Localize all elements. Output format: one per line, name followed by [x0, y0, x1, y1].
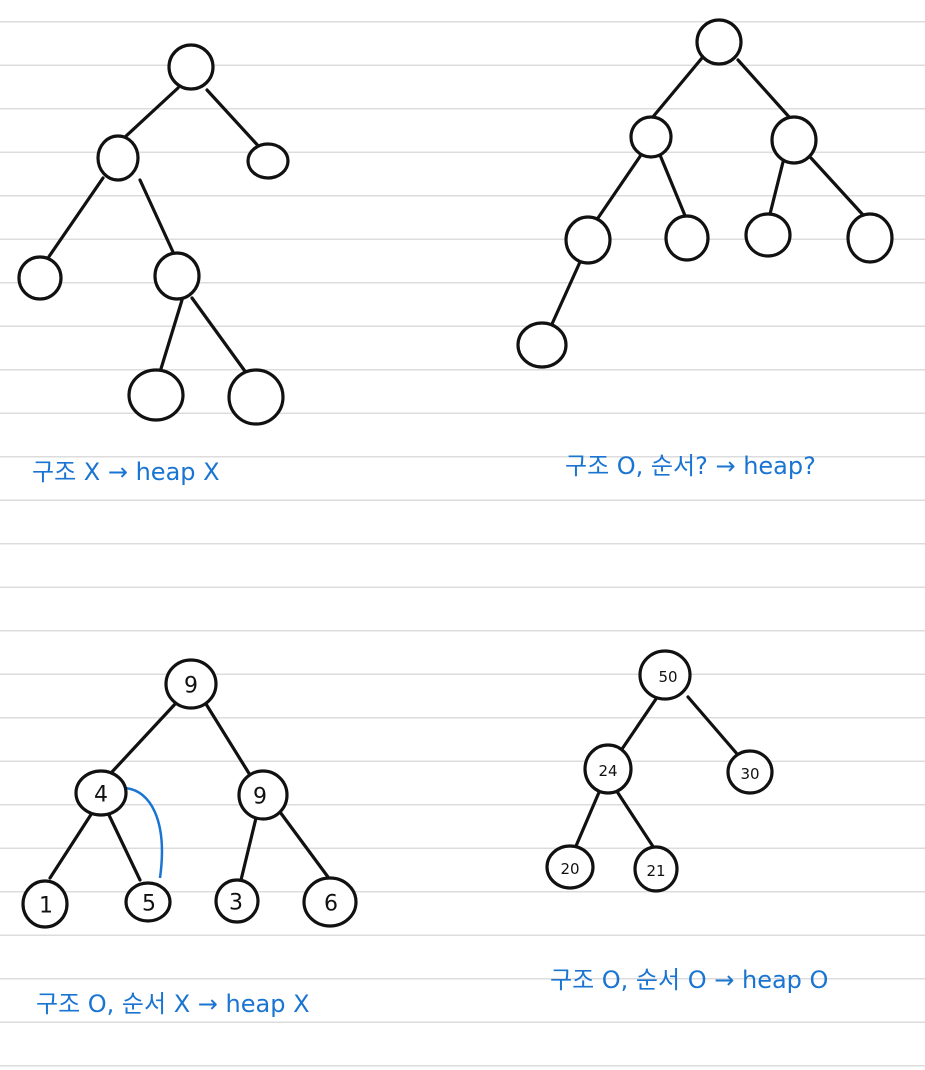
node-label: 20: [560, 860, 579, 878]
tree-node: [17, 255, 63, 301]
node-label: 9: [253, 785, 267, 810]
node-label: 3: [229, 891, 243, 916]
edge: [736, 58, 792, 120]
node-label: 50: [658, 668, 677, 686]
edge: [123, 86, 180, 139]
edge: [574, 788, 602, 848]
tree-node: [74, 769, 128, 817]
edge: [109, 701, 178, 775]
tree-node: [744, 212, 792, 258]
edge: [158, 298, 184, 374]
edge: [768, 160, 785, 216]
edge: [106, 811, 142, 882]
caption-bottom-left: 구조 O, 순서 X → heap X: [36, 990, 310, 1018]
tree-node: [846, 212, 894, 264]
tree-node: [153, 251, 201, 301]
tree-node: [516, 321, 568, 369]
tree-top-left: [17, 43, 290, 426]
tree-node: [664, 214, 710, 262]
node-label: 9: [184, 674, 198, 699]
edge: [809, 156, 866, 218]
tree-node: [638, 649, 692, 701]
edge: [138, 178, 175, 254]
edge: [550, 260, 582, 326]
edge: [46, 176, 105, 260]
tree-node: [96, 134, 140, 182]
edge: [204, 702, 252, 777]
tree-top-right: [516, 18, 894, 369]
tree-bottom-right: 50 24 30 20 21: [545, 649, 774, 893]
tree-bottom-left: 9 4 9 1 5 3 6: [21, 658, 358, 929]
edge: [190, 296, 249, 376]
edge: [278, 810, 330, 879]
tree-node: [633, 845, 679, 893]
edge: [596, 153, 643, 220]
tree-node: [246, 142, 290, 180]
tree-node: [167, 43, 215, 91]
tree-node: [545, 844, 595, 890]
edge: [205, 88, 264, 152]
tree-node: [770, 115, 818, 165]
tree-node: [695, 18, 743, 66]
node-label: 6: [324, 892, 338, 917]
tree-node: [21, 879, 69, 929]
edge: [658, 153, 688, 220]
edge: [239, 816, 258, 882]
tree-node: [629, 115, 673, 159]
node-label: 1: [39, 894, 53, 919]
tree-node: [127, 368, 185, 422]
tree-node: [164, 658, 218, 710]
tree-node: [726, 749, 774, 795]
tree-node: [302, 876, 358, 928]
node-label: 24: [598, 762, 617, 780]
caption-bottom-right: 구조 O, 순서 O → heap O: [550, 966, 828, 994]
tree-node: [237, 769, 289, 821]
edge: [686, 695, 740, 757]
tree-node: [227, 368, 285, 426]
edge: [48, 811, 94, 880]
tree-node: [564, 215, 612, 265]
edge: [618, 694, 660, 754]
caption-top-left: 구조 X → heap X: [32, 458, 220, 486]
node-label: 30: [740, 765, 759, 783]
edge: [650, 56, 704, 120]
swap-annotation-arc: [124, 786, 164, 879]
edge: [614, 788, 656, 850]
node-label: 5: [142, 892, 156, 917]
node-label: 4: [94, 783, 108, 808]
tree-node: [124, 881, 172, 923]
tree-node: [214, 878, 260, 924]
tree-node: [583, 743, 633, 795]
caption-top-right: 구조 O, 순서? → heap?: [565, 452, 816, 480]
node-label: 21: [646, 862, 665, 880]
